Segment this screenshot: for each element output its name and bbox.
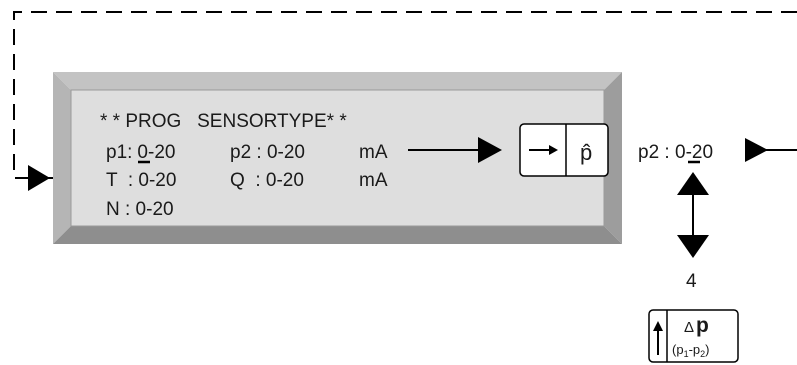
up-down-arrow-icon [677, 172, 709, 258]
lcd-row2-q: Q : 0-20 [230, 170, 304, 191]
lcd-row1-unit: mA [359, 142, 388, 163]
dashed-feedback-loop [13, 11, 797, 179]
lcd-display: * * PROG SENSORTYPE* * p1:0-20 p2 : 0-20… [53, 72, 622, 244]
p-hat-symbol: p̂ [580, 140, 592, 165]
exit-arrow [745, 138, 797, 162]
lcd-bezel-bottom [53, 226, 622, 244]
delta-p-key[interactable]: Δp (p1-p2) [648, 309, 739, 363]
lcd-row3-n: N : 0-20 [106, 199, 174, 220]
delta-p-formula: (p1-p2) [672, 342, 710, 359]
step-number: 4 [686, 271, 697, 292]
lcd-row2-t: T : 0-20 [106, 170, 176, 191]
right-arrow-icon [529, 145, 558, 155]
lcd-row1-p1: p1:0-20 [106, 142, 175, 163]
lcd-row1-p2: p2 : 0-20 [230, 142, 305, 163]
value-field: p2 : 0-20 [638, 142, 713, 164]
lcd-title: * * PROG SENSORTYPE* * [100, 111, 347, 132]
arrow-to-cursor-key [408, 137, 502, 163]
lcd-screen [71, 90, 604, 226]
lcd-bezel-right [604, 72, 622, 244]
delta-p-symbol: Δp [684, 314, 709, 337]
up-arrow-icon [653, 321, 663, 355]
lcd-row2-unit: mA [359, 170, 388, 191]
lcd-bezel-left [53, 72, 71, 244]
cursor-key[interactable]: p̂ [519, 123, 609, 177]
value-field-text: p2 : 0-20 [638, 142, 713, 163]
lcd-bezel-top [53, 72, 622, 90]
